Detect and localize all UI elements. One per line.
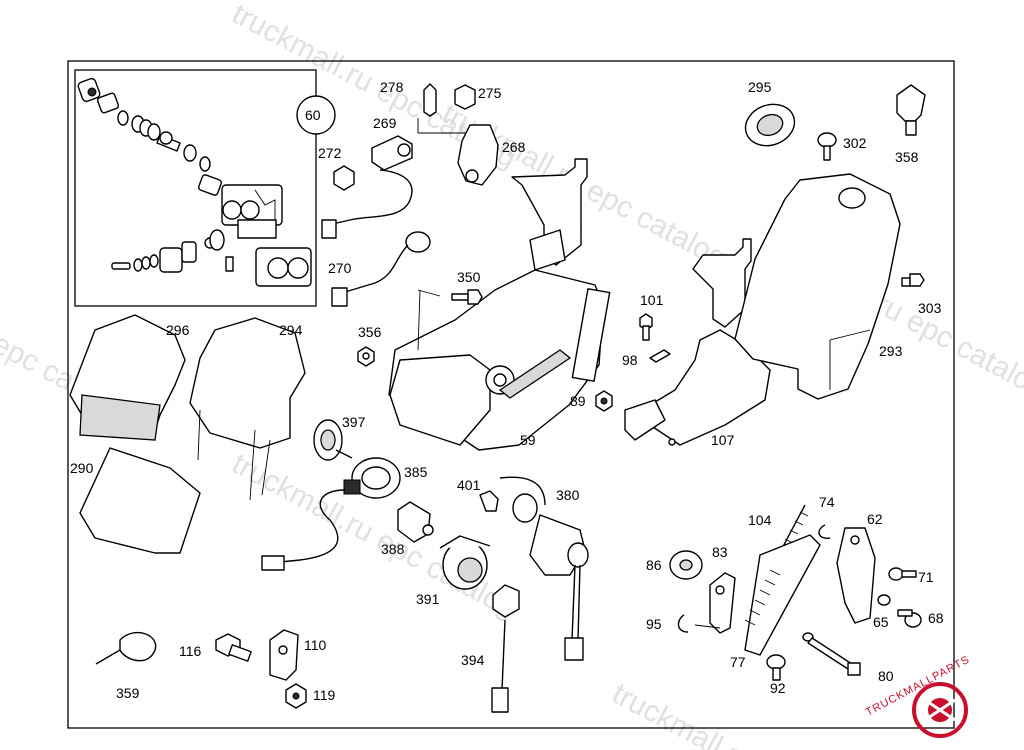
part-380-394 [491,476,589,713]
part-label: 74 [819,494,835,510]
logo-text: TRUCKMALLPARTS [864,653,972,718]
part-labels: 278 275 269 272 268 295 302 358 270 350 … [70,79,944,703]
part-80-pin [802,632,861,676]
truckmall-logo: TRUCKMALLPARTS [864,653,972,738]
part-89-nut [595,390,613,412]
part-label: 358 [895,149,919,165]
part-358-clip [896,84,926,136]
part-label: 380 [556,487,580,503]
part-label: 290 [70,460,94,476]
part-302-screw [817,132,837,161]
part-label: 350 [457,269,481,285]
inset-callout-label: 60 [305,107,321,123]
inset-valve-parts [77,77,312,287]
part-label: 107 [711,432,735,448]
part-278-275 [423,83,476,117]
part-label: 110 [304,637,327,653]
part-label: 385 [404,464,428,480]
part-385 [261,457,401,571]
part-388 [397,501,434,543]
part-label: 104 [748,512,772,528]
part-label: 394 [461,652,485,668]
part-270 [331,231,431,307]
part-label: 356 [358,324,382,340]
part-59-column-housing [388,158,611,451]
part-68-bolt [897,609,922,628]
part-294-shroud [189,317,306,501]
part-label: 388 [381,541,405,557]
part-label: 86 [646,557,662,573]
part-label: 98 [622,352,638,368]
part-label: 59 [520,432,536,448]
part-label: 269 [373,115,397,131]
part-label: 295 [748,79,772,95]
part-77-rack [744,534,821,656]
part-label: 80 [878,668,894,684]
part-label: 101 [640,292,664,308]
inset-callout-circle [296,95,336,135]
part-label: 95 [646,616,662,632]
part-86-washer [669,550,703,580]
part-107-column [624,238,771,446]
part-92-bolt [766,654,786,681]
part-119-nut [285,683,307,709]
part-label: 359 [116,685,140,701]
part-label: 293 [879,343,903,359]
part-391 [439,535,491,590]
part-62-lever [836,527,876,624]
part-359-cable-tie [95,631,157,665]
part-350-bolt [451,289,483,305]
part-295 [744,103,796,147]
part-label: 65 [873,614,889,630]
part-label: 89 [570,393,586,409]
part-268 [417,118,499,186]
part-label: 92 [770,680,786,696]
part-label: 270 [328,260,352,276]
part-290-plate [79,447,201,554]
part-label: 294 [279,322,303,338]
watermark-text: truckmall.ru epc catalog [437,97,732,275]
part-label: 62 [867,511,883,527]
part-83-link [709,572,736,634]
part-71-bolt [888,567,917,581]
part-401 [479,490,499,512]
part-65-washer [877,594,891,606]
part-label: 397 [342,414,366,430]
part-label: 401 [457,477,481,493]
part-74-clip [818,524,831,539]
part-label: 303 [918,300,942,316]
part-label: 119 [313,687,336,703]
part-116-bolt [215,633,252,662]
diagram-frame [67,60,955,729]
part-110-bracket [269,629,299,681]
part-296-shroud [69,314,186,441]
part-label: 77 [730,654,746,670]
watermark-text: truckmall.ru [607,677,759,750]
part-label: 275 [478,85,502,101]
part-label: 296 [166,322,190,338]
part-label: 278 [380,79,404,95]
part-label: 302 [843,135,867,151]
part-label: 268 [502,139,526,155]
part-label: 116 [179,643,202,659]
leader-line [694,624,721,629]
part-label: 83 [712,544,728,560]
part-label: 71 [918,569,934,585]
part-303-screw [901,273,925,287]
part-101-98 [639,313,671,363]
part-397 [313,419,353,461]
part-269-272 [321,135,413,239]
inset-frame [74,69,317,307]
part-label: 391 [416,591,440,607]
part-293-cover [734,173,901,400]
part-95-clip [677,614,689,633]
part-label: 68 [928,610,944,626]
part-356-nut [357,346,375,367]
part-label: 272 [318,145,342,161]
